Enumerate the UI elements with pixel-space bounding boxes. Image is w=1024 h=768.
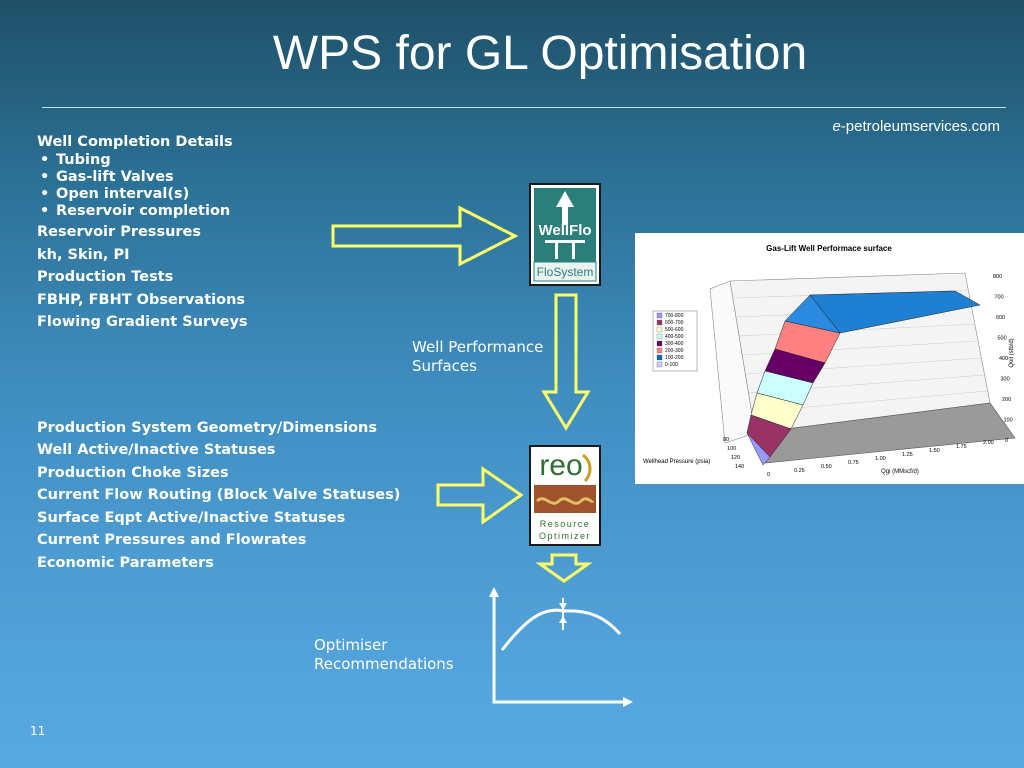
x-tick-label: 1.50 bbox=[929, 448, 940, 454]
well-completion-block: Well Completion Details Tubing Gas-lift … bbox=[37, 134, 233, 220]
arrow-down-optimiser bbox=[536, 553, 592, 583]
label-line: Optimiser bbox=[314, 636, 388, 654]
legend-swatch bbox=[656, 361, 663, 368]
y-tick-label: 80 bbox=[723, 437, 729, 443]
optimiser-curve-graph bbox=[489, 587, 633, 707]
z-tick-label: 200 bbox=[1002, 397, 1011, 403]
label-line: Well Performance bbox=[412, 338, 544, 356]
legend-rows: 700-800600-700500-600400-500300-400200-3… bbox=[656, 312, 684, 368]
system-input-item: Surface Eqpt Active/Inactive Statuses bbox=[37, 510, 346, 526]
z-tick-label: 600 bbox=[996, 315, 1005, 321]
x-tick-label: 2.00 bbox=[983, 440, 994, 446]
x-tick-label: 0.25 bbox=[794, 468, 805, 474]
well-input-item: FBHP, FBHT Observations bbox=[37, 292, 246, 308]
optimiser-label: Optimiser Recommendations bbox=[314, 636, 454, 674]
surface-chart-title: Gas-Lift Well Performace surface bbox=[766, 244, 892, 253]
legend-entry: 400-500 bbox=[665, 334, 684, 340]
list-item: Open interval(s) bbox=[37, 186, 233, 203]
legend-entry: 700-800 bbox=[665, 313, 684, 319]
wellflo-logo-graphic: WellFlo FloSystem bbox=[533, 188, 597, 282]
x-tick-label: 0 bbox=[767, 472, 770, 478]
slide-title: WPS for GL Optimisation bbox=[272, 27, 808, 80]
x-axis-label: Qgi (MMscf/d) bbox=[881, 469, 919, 475]
legend-entry: 200-300 bbox=[665, 348, 684, 354]
system-input-item: Production System Geometry/Dimensions bbox=[37, 420, 377, 436]
surface-chart-graphic: Gas-Lift Well Performace surface 700-800… bbox=[643, 244, 1016, 478]
legend-entry: 600-700 bbox=[665, 320, 684, 326]
y-tick-label: 100 bbox=[727, 446, 736, 452]
list-item: Gas-lift Valves bbox=[37, 169, 233, 186]
reo-resource-text: Resource bbox=[540, 519, 591, 529]
legend-swatch bbox=[656, 312, 663, 319]
z-tick-label: 0 bbox=[1005, 438, 1008, 444]
system-input-item: Production Choke Sizes bbox=[37, 465, 229, 481]
optimiser-axes bbox=[492, 592, 630, 704]
well-completion-list: Tubing Gas-lift Valves Open interval(s) … bbox=[37, 152, 233, 220]
z-tick-label: 700 bbox=[995, 295, 1004, 301]
well-performance-label: Well Performance Surfaces bbox=[412, 338, 543, 376]
arrow-down-wells bbox=[541, 293, 591, 431]
wellflo-logo: WellFlo FloSystem bbox=[529, 183, 601, 286]
x-tick-label: 0.50 bbox=[821, 464, 832, 470]
y-tick-label: 120 bbox=[731, 455, 740, 461]
brand-prefix: e bbox=[832, 118, 841, 135]
optimiser-curve bbox=[500, 608, 622, 651]
x-tick-label: 1.00 bbox=[875, 456, 886, 462]
x-tick-label: 0.75 bbox=[848, 460, 859, 466]
well-input-item: Reservoir Pressures bbox=[37, 224, 202, 240]
system-input-item: Economic Parameters bbox=[37, 555, 214, 571]
well-input-item: kh, Skin, PI bbox=[37, 247, 130, 263]
z-tick-label: 500 bbox=[998, 336, 1007, 342]
arrow-right-reo bbox=[436, 466, 524, 525]
z-axis-ticks: 800 700 600 500 400 300 200 100 0 bbox=[993, 274, 1013, 444]
flosystem-text: FloSystem bbox=[537, 265, 594, 279]
system-input-item: Well Active/Inactive Statuses bbox=[37, 442, 276, 458]
list-item: Tubing bbox=[37, 152, 233, 169]
brand-text: e-petroleumservices.com bbox=[832, 118, 1000, 135]
z-tick-label: 800 bbox=[993, 274, 1002, 280]
legend-swatch bbox=[656, 319, 663, 326]
list-item: Reservoir completion bbox=[37, 203, 233, 220]
x-tick-label: 1.25 bbox=[902, 452, 913, 458]
reo-optimizer-text: Optimizer bbox=[539, 531, 591, 541]
legend-entry: 100-200 bbox=[665, 355, 684, 361]
legend-entry: 0-100 bbox=[665, 362, 678, 368]
slide-number: 11 bbox=[30, 724, 46, 738]
reo-logo: reo Resource Optimizer bbox=[529, 445, 601, 546]
legend-swatch bbox=[656, 354, 663, 361]
z-tick-label: 100 bbox=[1004, 418, 1013, 424]
well-input-item: Flowing Gradient Surveys bbox=[37, 314, 248, 330]
gas-lift-surface-chart: Gas-Lift Well Performace surface 700-800… bbox=[635, 233, 1024, 484]
well-input-item: Production Tests bbox=[37, 269, 174, 285]
y-tick-label: 140 bbox=[735, 464, 744, 470]
y-axis-ticks: 80 100 120 140 bbox=[723, 437, 744, 470]
label-line: Recommendations bbox=[314, 655, 454, 673]
wellflo-logo-text: WellFlo bbox=[538, 222, 591, 239]
legend-swatch bbox=[656, 333, 663, 340]
legend-swatch bbox=[656, 326, 663, 333]
z-tick-label: 300 bbox=[1001, 377, 1010, 383]
legend-swatch bbox=[656, 340, 663, 347]
brand-domain: -petroleumservices.com bbox=[840, 118, 1000, 135]
system-input-item: Current Flow Routing (Block Valve Status… bbox=[37, 487, 401, 503]
arrow-right-wellflo bbox=[331, 205, 519, 267]
system-input-item: Current Pressures and Flowrates bbox=[37, 532, 307, 548]
z-axis-label: Qoil (stb/d) bbox=[1009, 338, 1015, 367]
legend-entry: 500-600 bbox=[665, 327, 684, 333]
z-tick-label: 400 bbox=[999, 356, 1008, 362]
x-axis-ticks: 0 0.25 0.50 0.75 1.00 1.25 1.50 1.75 2.00 bbox=[767, 440, 994, 478]
x-tick-label: 1.75 bbox=[956, 444, 967, 450]
legend-entry: 300-400 bbox=[665, 341, 684, 347]
label-line: Surfaces bbox=[412, 357, 477, 375]
title-divider bbox=[42, 107, 1006, 108]
reo-logo-graphic: reo Resource Optimizer bbox=[534, 449, 596, 541]
well-completion-heading: Well Completion Details bbox=[37, 134, 233, 150]
y-axis-label: Wellhead Pressure (psia) bbox=[643, 459, 710, 465]
legend-swatch bbox=[656, 347, 663, 354]
reo-logo-text: reo bbox=[539, 449, 582, 482]
